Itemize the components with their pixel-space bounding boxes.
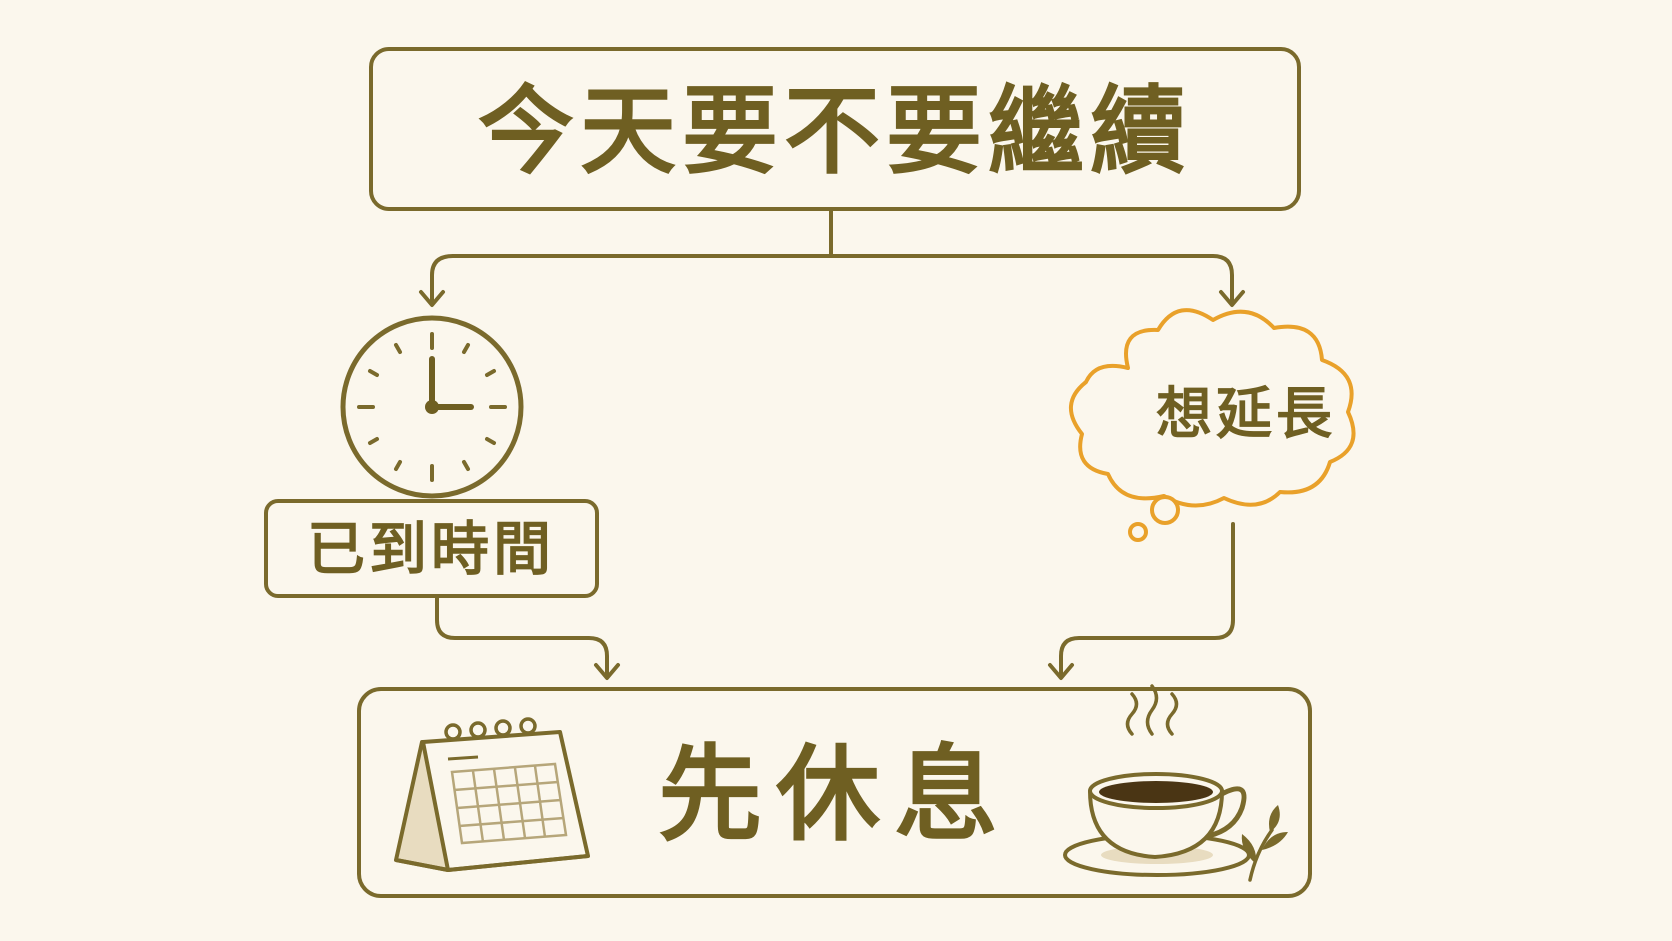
coffee-cup-icon [1063, 684, 1288, 882]
question-text: 今天要不要繼續 [478, 75, 1192, 188]
question-node: 今天要不要繼續 [369, 47, 1301, 211]
merge-connector [435, 522, 1235, 680]
thought-cloud-icon: 想延長 [1068, 308, 1356, 542]
arrowhead-left [419, 290, 445, 307]
outcome-node: 先休息 [357, 687, 1312, 898]
arrowhead-left-merge [594, 663, 620, 680]
arrowhead-right-merge [1048, 663, 1074, 680]
clock-icon [340, 315, 524, 499]
left-branch-label: 已到時間 [307, 515, 555, 583]
calendar-icon [394, 717, 590, 872]
arrowhead-right [1219, 290, 1245, 307]
outcome-text: 先休息 [658, 733, 1012, 856]
split-connector [419, 207, 1245, 307]
left-branch-node: 已到時間 [264, 499, 599, 598]
right-branch-label: 想延長 [1156, 381, 1336, 447]
